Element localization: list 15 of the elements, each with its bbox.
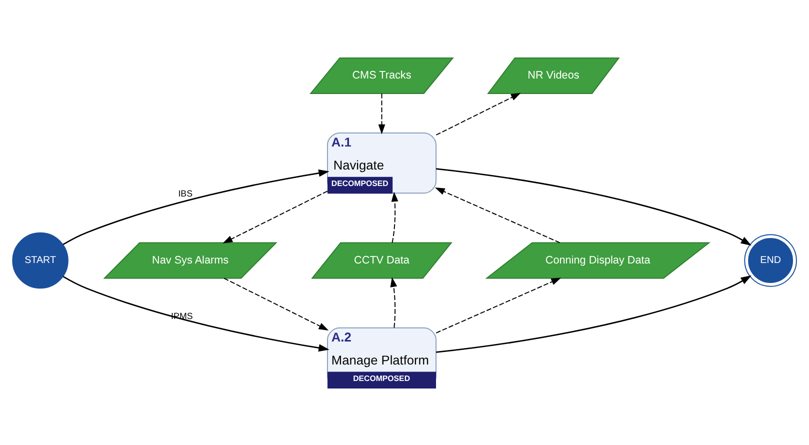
node-circle: START bbox=[12, 232, 68, 288]
arrow bbox=[224, 277, 329, 330]
arrow bbox=[222, 190, 328, 243]
arrow bbox=[62, 275, 330, 352]
arrow bbox=[436, 277, 562, 333]
arrow bbox=[391, 191, 398, 243]
arrow bbox=[390, 276, 398, 328]
edge-label: IBS bbox=[178, 188, 193, 198]
arrow bbox=[378, 92, 386, 134]
arrow bbox=[436, 168, 752, 246]
arrow bbox=[434, 187, 560, 243]
arrow bbox=[436, 92, 521, 135]
arrow bbox=[436, 274, 752, 352]
arrow bbox=[62, 168, 330, 245]
node-circle: END bbox=[744, 234, 797, 286]
